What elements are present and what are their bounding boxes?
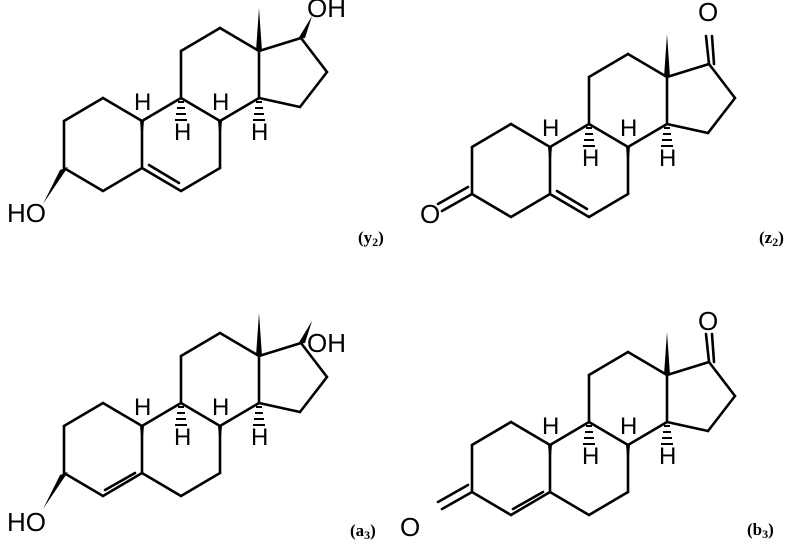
h-hash-10 xyxy=(583,127,595,147)
hydrogen-label: H xyxy=(174,119,191,146)
methyl-wedge xyxy=(664,332,670,375)
hydrogen-label: H xyxy=(212,89,229,116)
hydroxyl-label: HO xyxy=(7,198,46,228)
molecule-a3: OH HO H H H H (a3) xyxy=(7,313,376,542)
oh-wedge-17 xyxy=(298,16,312,39)
bond-skeleton xyxy=(436,34,737,219)
hydrogen-label: H xyxy=(212,394,229,421)
hydrogen-label: H xyxy=(251,424,268,451)
oxygen-label: O xyxy=(400,512,420,542)
h-wedge-9 xyxy=(140,121,144,143)
hydrogen-label: H xyxy=(620,115,637,142)
panel-label-y2: (y2) xyxy=(358,228,384,249)
hydrogen-label: H xyxy=(174,424,191,451)
hydrogen-label: H xyxy=(134,89,151,116)
oxygen-label: O xyxy=(420,199,440,229)
oh-wedge-17 xyxy=(298,321,312,344)
methyl-wedge xyxy=(664,34,670,77)
hydrogen-label: H xyxy=(620,413,637,440)
hydrogen-label: H xyxy=(542,413,559,440)
ho-wedge-3 xyxy=(43,167,68,204)
h-hash-14 xyxy=(253,101,265,121)
hydrogen-label: H xyxy=(542,115,559,142)
hydrogen-label: H xyxy=(659,443,676,470)
h-wedge-9 xyxy=(548,445,552,467)
h-wedge-8 xyxy=(626,445,630,467)
hydroxyl-label: OH xyxy=(307,0,346,23)
panel-label-b3: (b3) xyxy=(747,520,774,541)
oxygen-label: O xyxy=(698,0,718,27)
bond-skeleton xyxy=(62,26,329,193)
hydrogen-label: H xyxy=(134,394,151,421)
molecule-y2: OH HO H H H H (y2) xyxy=(7,0,384,249)
molecule-z2: O O H H H H (z2) xyxy=(420,0,784,249)
methyl-wedge xyxy=(256,8,262,51)
h-wedge-9 xyxy=(140,426,144,448)
h-hash-14 xyxy=(661,127,673,147)
h-wedge-8 xyxy=(218,426,222,448)
hydrogen-label: H xyxy=(582,145,599,172)
hydroxyl-label: OH xyxy=(307,328,346,358)
panel-label-a3: (a3) xyxy=(350,521,376,542)
hydrogen-label: H xyxy=(659,145,676,172)
h-hash-14 xyxy=(253,406,265,426)
bond-skeleton xyxy=(62,331,329,498)
hydroxyl-label: HO xyxy=(7,507,46,537)
hydrogen-label: H xyxy=(582,443,599,470)
panel-label-z2: (z2) xyxy=(759,228,784,249)
h-hash-10 xyxy=(583,425,595,445)
h-wedge-8 xyxy=(218,121,222,143)
ho-wedge-3 xyxy=(43,472,68,509)
bond-skeleton xyxy=(436,332,737,517)
h-hash-10 xyxy=(175,406,187,426)
h-hash-10 xyxy=(175,101,187,121)
h-wedge-8 xyxy=(626,147,630,169)
molecule-b3: O O H H H H (b3) xyxy=(400,306,774,542)
h-wedge-9 xyxy=(548,147,552,169)
h-hash-14 xyxy=(661,425,673,445)
methyl-wedge xyxy=(256,313,262,356)
oxygen-label: O xyxy=(698,306,718,336)
hydrogen-label: H xyxy=(251,119,268,146)
